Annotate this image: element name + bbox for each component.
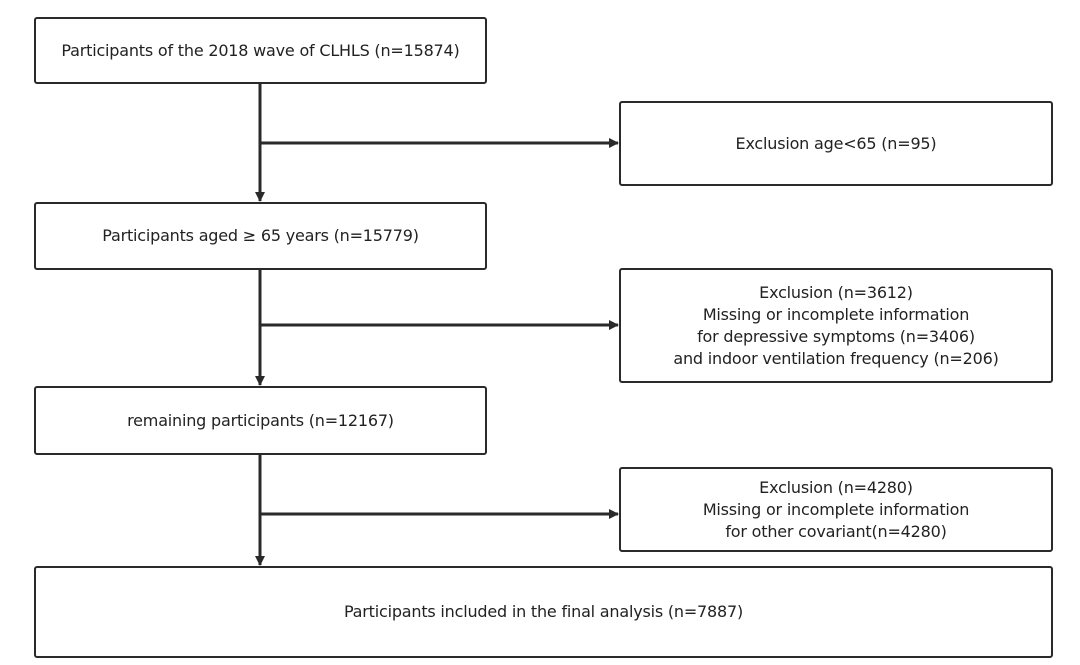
exclusion-outcome-line-4: and indoor ventilation frequency (n=206)	[673, 348, 999, 368]
remaining-participants-label: remaining participants (n=12167)	[127, 410, 394, 430]
box-start-cohort: Participants of the 2018 wave of CLHLS (…	[34, 17, 487, 84]
box-exclusion-age: Exclusion age<65 (n=95)	[619, 101, 1053, 186]
exclusion-covariate-line-3: for other covariant(n=4280)	[725, 521, 947, 541]
start-cohort-label: Participants of the 2018 wave of CLHLS (…	[61, 40, 460, 60]
final-analysis-label: Participants included in the final analy…	[343, 602, 744, 621]
exclusion-outcome-line-1: Exclusion (n=3612)	[759, 282, 913, 302]
exclusion-age-label: Exclusion age<65 (n=95)	[735, 133, 937, 153]
exclusion-covariate-line-2: Missing or incomplete information	[702, 499, 970, 519]
exclusion-outcome-line-3: for depressive symptoms (n=3406)	[697, 326, 975, 346]
exclusion-covariate-line-1: Exclusion (n=4280)	[759, 477, 913, 497]
exclusion-outcome-line-2: Missing or incomplete information	[702, 304, 970, 324]
box-exclusion-missing-covariate: Exclusion (n=4280) Missing or incomplete…	[619, 467, 1053, 552]
box-aged-65-plus: Participants aged ≥ 65 years (n=15779)	[34, 202, 487, 270]
box-remaining-participants: remaining participants (n=12167)	[34, 386, 487, 455]
box-exclusion-missing-outcome: Exclusion (n=3612) Missing or incomplete…	[619, 268, 1053, 383]
aged-65-plus-label: Participants aged ≥ 65 years (n=15779)	[102, 226, 419, 245]
box-final-analysis: Participants included in the final analy…	[34, 566, 1053, 658]
